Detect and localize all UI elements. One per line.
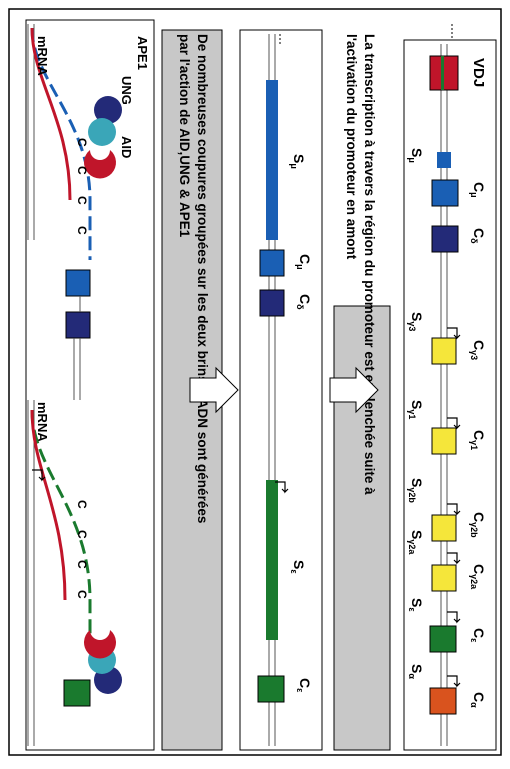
c-gamma2a-box: [431, 564, 457, 592]
panel2-label-c-epsilon: Cε: [295, 678, 313, 693]
caption-1-line-2: l'activation du promoteur en amont: [344, 34, 359, 260]
left-mrna-strand: [30, 27, 72, 201]
label-c-gamma2a: Cγ2a: [469, 564, 487, 590]
label-c-epsilon: Cε: [469, 628, 487, 643]
caption-1: La transcription à travers la région du …: [333, 34, 391, 751]
right-mrna-strand: [30, 409, 67, 601]
cytosine-3: C: [75, 196, 89, 205]
c-gamma2b-box: [431, 514, 457, 542]
cytosine-4: C: [75, 226, 89, 235]
cytosine-2: C: [75, 166, 89, 175]
label-s-alpha: Sα: [407, 664, 425, 679]
label-c-alpha: Cα: [469, 692, 487, 708]
label-c-gamma1: Cγ1: [469, 430, 487, 450]
label-s-gamma1: Sγ1: [407, 400, 425, 419]
panel-1-locus: VDJ: [403, 24, 497, 751]
caption-2-line-1: De nombreuses coupures groupées sur les …: [195, 34, 210, 523]
panel2-label-s-epsilon: Sε: [289, 560, 307, 574]
c-gamma1-box: [431, 427, 457, 455]
panel-1-box: [403, 39, 497, 751]
panel2-label-s-mu: Sμ: [289, 154, 307, 169]
caption-1-box: [333, 305, 391, 751]
label-c-mu: Cμ: [469, 182, 487, 198]
panel2-label-c-mu: Cμ: [295, 254, 313, 270]
label-mrna-left: mRNA: [35, 36, 50, 76]
cytosine-7: C: [75, 560, 89, 569]
label-s-mu: Sμ: [407, 148, 425, 163]
down-arrow-2: [189, 366, 239, 414]
c-gamma3-box: [431, 337, 457, 365]
cytosine-6: C: [75, 530, 89, 539]
s-mu-long: [266, 80, 278, 240]
rotated-content: VDJ: [25, 19, 497, 751]
panel-3-box: [25, 19, 155, 751]
label-ung: UNG: [119, 76, 134, 105]
aid-protein: [84, 150, 116, 179]
ung-protein: [88, 118, 116, 146]
c-mu-box: [431, 179, 459, 207]
label-c-gamma3: Cγ3: [469, 340, 487, 360]
panel-3-cleavage: APE1 UNG AID mRNA mRNA C C C C: [25, 19, 155, 751]
caption-1-line-1: La transcription à travers la région du …: [362, 34, 377, 495]
vdj-label: VDJ: [470, 58, 487, 87]
s-epsilon-long: [266, 480, 278, 640]
label-s-gamma3: Sγ3: [407, 312, 425, 331]
panel2-c-delta: [259, 289, 285, 317]
label-ape1: APE1: [135, 36, 150, 70]
panel2-c-epsilon: [257, 675, 285, 703]
panel2-label-c-delta: Cδ: [295, 294, 313, 310]
cytosine-5: C: [75, 500, 89, 509]
caption-2-line-2: par l'action de AID,UNG & APE1: [177, 34, 192, 238]
label-aid: AID: [119, 136, 134, 158]
panel-2-box: [239, 29, 323, 751]
label-s-gamma2b: Sγ2b: [407, 478, 425, 503]
label-s-gamma2a: Sγ2a: [407, 530, 425, 555]
c-alpha-box: [429, 687, 457, 715]
panel3-c-delta: [65, 311, 91, 339]
label-s-epsilon: Sε: [407, 598, 425, 612]
panel-2-locus: Sμ Cμ Cδ Sε Cε: [239, 29, 323, 751]
panel3-c-epsilon: [63, 679, 91, 707]
aid-protein-right: [84, 630, 116, 659]
ape1-protein: [94, 96, 122, 124]
panel3-c-mu: [65, 269, 91, 297]
down-arrow-1: [329, 366, 379, 414]
cytosine-8: C: [75, 590, 89, 599]
label-mrna-right: mRNA: [35, 402, 50, 442]
panel2-c-mu: [259, 249, 285, 277]
c-epsilon-box: [429, 625, 457, 653]
c-delta-box: [431, 225, 459, 253]
label-c-delta: Cδ: [469, 228, 487, 244]
label-c-gamma2b: Cγ2b: [469, 512, 487, 538]
cytosine-1: C: [75, 138, 89, 147]
s-mu-region: [437, 152, 451, 168]
